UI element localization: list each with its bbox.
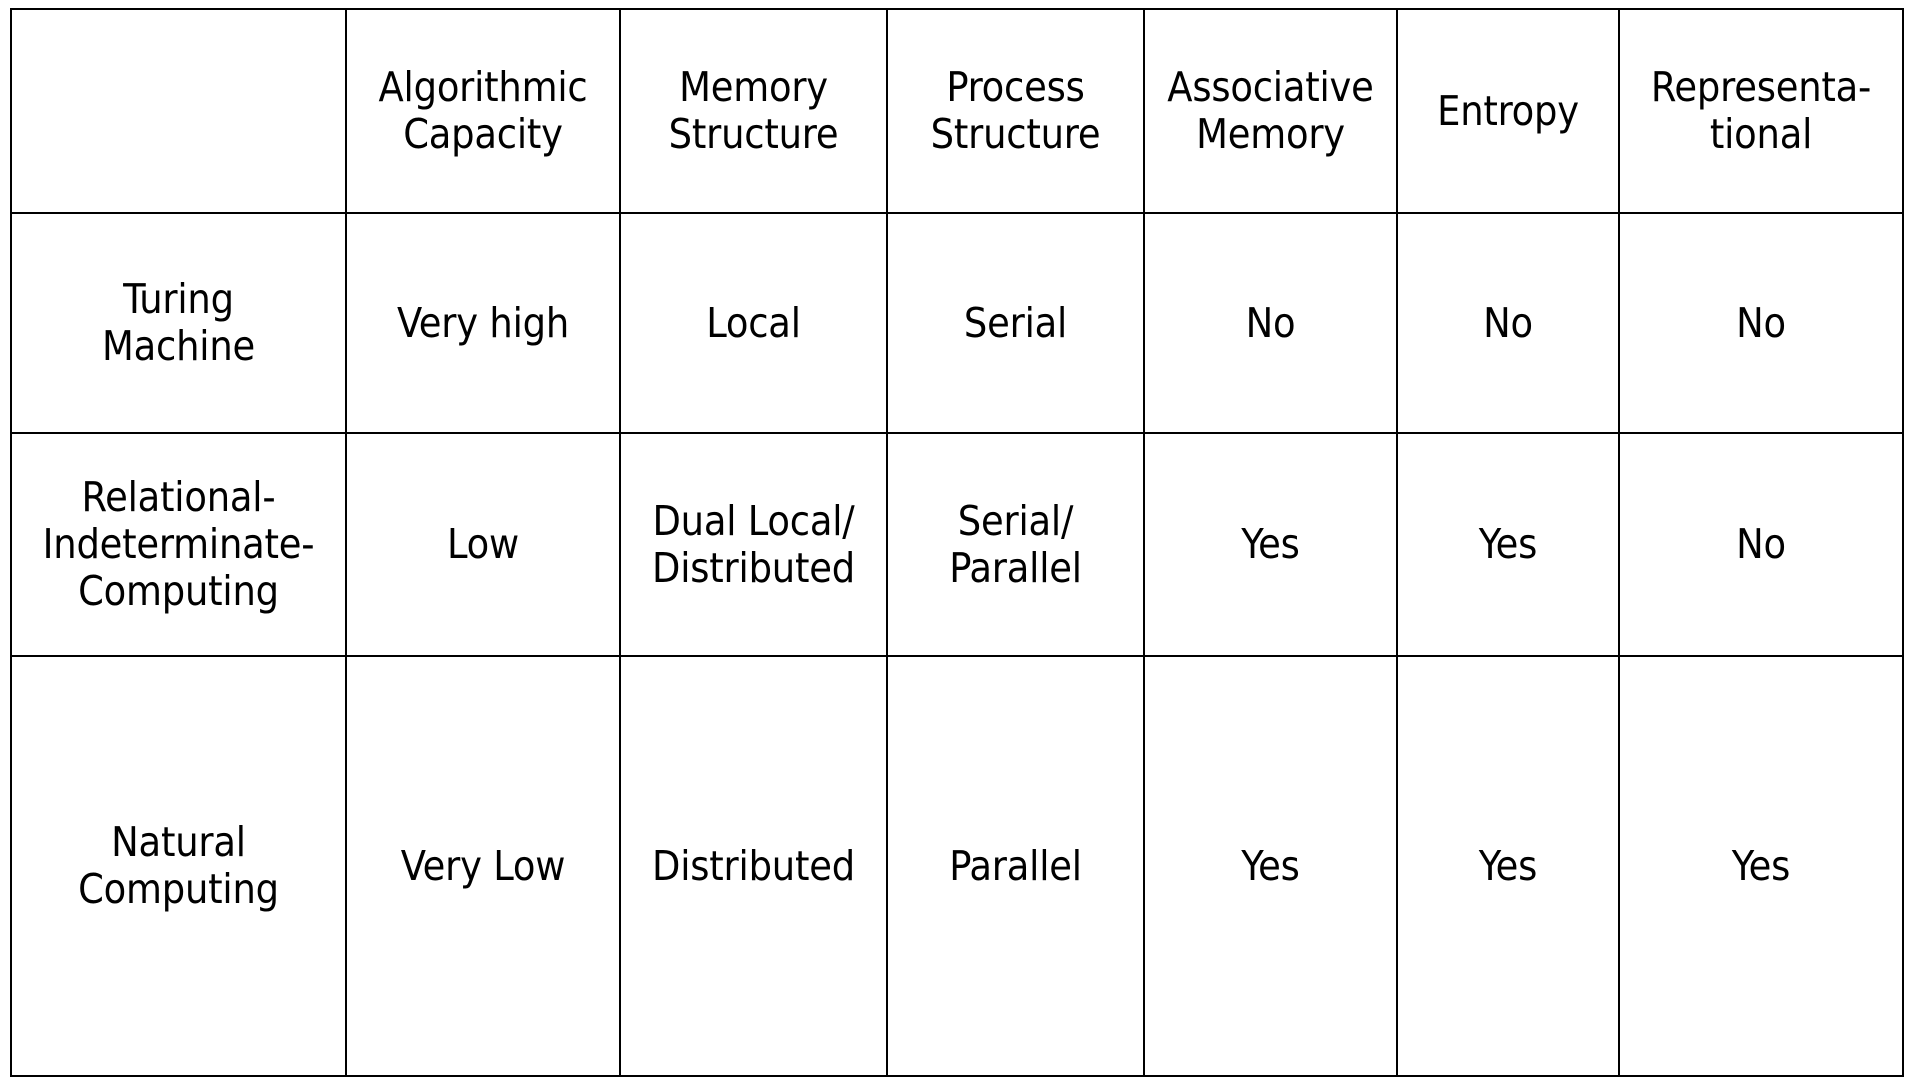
table-cell: Serial/ Parallel bbox=[886, 432, 1145, 657]
table-cell: Low bbox=[345, 432, 621, 657]
cell-value: Distributed bbox=[652, 841, 855, 890]
cell-value: Yes bbox=[1241, 841, 1300, 890]
table-row: Relational- Indeterminate- Computing Low… bbox=[10, 432, 1904, 657]
table-cell: Very high bbox=[345, 212, 621, 434]
column-header-label: Associative Memory bbox=[1167, 63, 1374, 158]
cell-value: Serial/ Parallel bbox=[949, 496, 1082, 592]
table-cell: Yes bbox=[1396, 655, 1620, 1077]
cell-value: Yes bbox=[1731, 841, 1791, 890]
table-cell: Yes bbox=[1396, 432, 1620, 657]
cell-value: Serial bbox=[963, 298, 1068, 347]
row-header-relational-indeterminate-computing: Relational- Indeterminate- Computing bbox=[10, 432, 347, 657]
column-header-entropy: Entropy bbox=[1396, 8, 1620, 214]
table-cell: Yes bbox=[1618, 655, 1904, 1077]
cell-value: Yes bbox=[1478, 520, 1538, 569]
cell-value: Yes bbox=[1241, 520, 1300, 569]
table-cell: Yes bbox=[1143, 655, 1398, 1077]
table-row: Turing Machine Very high Local Serial No… bbox=[10, 212, 1904, 434]
column-header-memory-structure: Memory Structure bbox=[619, 8, 888, 214]
column-header-label: Process Structure bbox=[930, 63, 1101, 158]
column-header-label: Algorithmic Capacity bbox=[378, 63, 588, 158]
table-cell: No bbox=[1618, 212, 1904, 434]
cell-value: No bbox=[1483, 298, 1533, 347]
table-cell: No bbox=[1618, 432, 1904, 657]
column-header-label: Representa- tional bbox=[1650, 63, 1872, 158]
cell-value: No bbox=[1736, 520, 1786, 569]
table-cell: Yes bbox=[1143, 432, 1398, 657]
cell-value: Very high bbox=[396, 298, 570, 347]
table-corner-cell bbox=[10, 8, 347, 214]
cell-value: No bbox=[1245, 298, 1296, 347]
column-header-process-structure: Process Structure bbox=[886, 8, 1145, 214]
table-cell: Very Low bbox=[345, 655, 621, 1077]
column-header-associative-memory: Associative Memory bbox=[1143, 8, 1398, 214]
row-header-label: Turing Machine bbox=[101, 275, 256, 370]
row-header-turing-machine: Turing Machine bbox=[10, 212, 347, 434]
comparison-table-container: Algorithmic Capacity Memory Structure Pr… bbox=[10, 8, 1904, 1077]
comparison-table: Algorithmic Capacity Memory Structure Pr… bbox=[10, 8, 1904, 1077]
row-header-natural-computing: Natural Computing bbox=[10, 655, 347, 1077]
table-row: Natural Computing Very Low Distributed P… bbox=[10, 655, 1904, 1077]
table-cell: No bbox=[1396, 212, 1620, 434]
cell-value: Local bbox=[706, 298, 801, 347]
cell-value: No bbox=[1736, 298, 1786, 347]
row-header-label: Relational- Indeterminate- Computing bbox=[42, 473, 315, 615]
cell-value: Parallel bbox=[949, 841, 1082, 890]
row-header-label: Natural Computing bbox=[78, 818, 279, 913]
table-cell: Distributed bbox=[619, 655, 888, 1077]
cell-value: Dual Local/ Distributed bbox=[652, 496, 855, 592]
table-header-row: Algorithmic Capacity Memory Structure Pr… bbox=[10, 8, 1904, 214]
cell-value: Very Low bbox=[400, 841, 566, 890]
column-header-label: Entropy bbox=[1437, 86, 1579, 135]
table-cell: Serial bbox=[886, 212, 1145, 434]
table-body: Algorithmic Capacity Memory Structure Pr… bbox=[10, 8, 1904, 1077]
column-header-representational: Representa- tional bbox=[1618, 8, 1904, 214]
column-header-algorithmic-capacity: Algorithmic Capacity bbox=[345, 8, 621, 214]
column-header-label: Memory Structure bbox=[668, 63, 839, 158]
table-cell: No bbox=[1143, 212, 1398, 434]
table-cell: Local bbox=[619, 212, 888, 434]
cell-value: Low bbox=[447, 520, 519, 569]
table-cell: Parallel bbox=[886, 655, 1145, 1077]
cell-value: Yes bbox=[1478, 841, 1538, 890]
table-cell: Dual Local/ Distributed bbox=[619, 432, 888, 657]
